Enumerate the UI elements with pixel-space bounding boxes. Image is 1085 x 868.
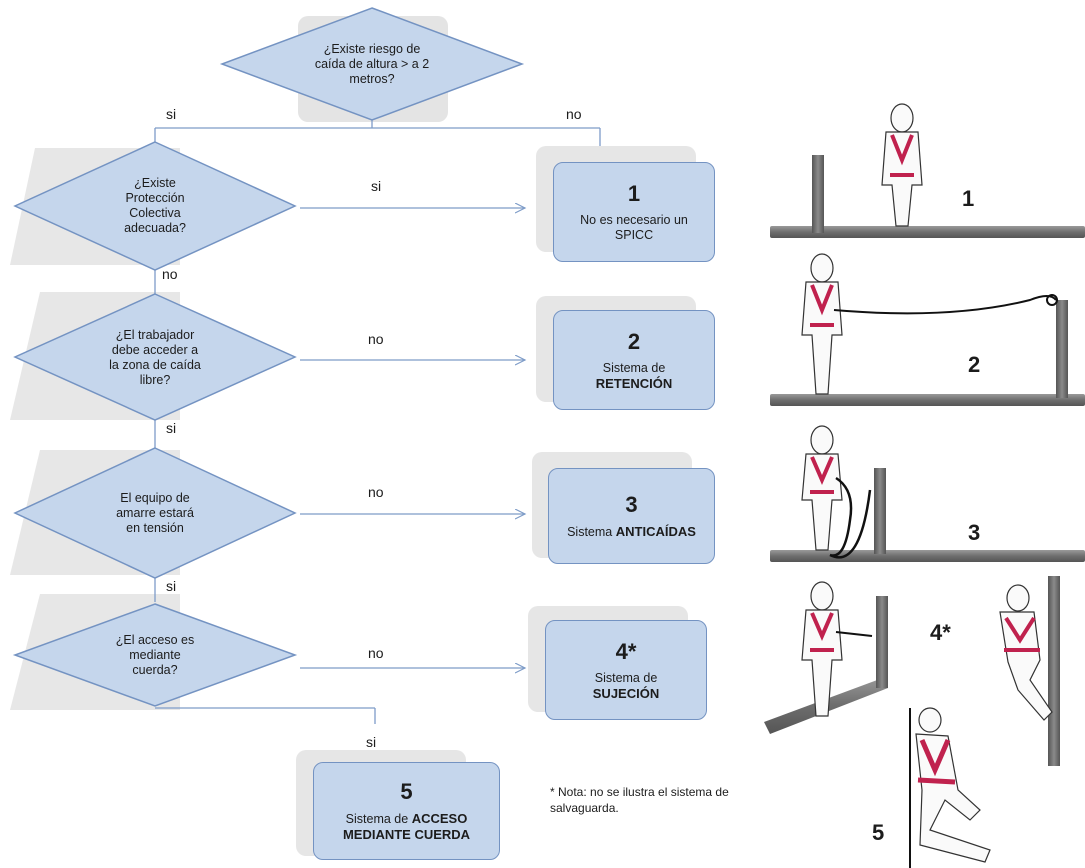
decision-diamond-2 (13, 141, 297, 271)
label-top-no: no (566, 106, 582, 122)
label-d3-no: no (368, 331, 384, 347)
result-desc-5: Sistema de (345, 812, 409, 826)
post-2 (1056, 300, 1068, 398)
label-d3-si: si (166, 420, 177, 436)
label-d4-no: no (368, 484, 384, 500)
footnote-line-2: salvaguarda. (550, 801, 619, 815)
result-bold-5: ACCESO (411, 811, 468, 826)
result-desc-4: Sistema de (594, 670, 658, 685)
decision-diamond-4 (13, 447, 297, 579)
lanyard-3 (829, 476, 872, 559)
label-d2-si: si (371, 178, 382, 194)
platform-1 (770, 226, 1085, 238)
result-desc-1b: SPICC (614, 228, 654, 242)
result-number-5: 5 (400, 779, 413, 804)
label-d5-no: no (368, 645, 384, 661)
result-bold-5b: MEDIANTE CUERDA (342, 827, 471, 842)
footnote: * Nota: no se ilustra el sistema de salv… (550, 784, 729, 816)
post-4b (1048, 576, 1060, 766)
lanyard-2 (833, 295, 1057, 315)
label-d5-si: si (366, 734, 377, 750)
illustration-number-3: 3 (968, 520, 981, 545)
label-d4-si: si (166, 578, 177, 594)
label-d2-no: no (162, 266, 178, 282)
result-box-3: 3 Sistema ANTICAÍDAS (548, 468, 715, 564)
result-desc-2: Sistema de (602, 360, 666, 375)
result-desc-3: Sistema (567, 525, 613, 539)
illustrations (764, 103, 1085, 868)
worker-figure-3 (801, 425, 843, 551)
label-top-si: si (166, 106, 177, 122)
result-number-4: 4* (615, 638, 637, 664)
illustration-number-5: 5 (872, 820, 885, 845)
result-bold-3: ANTICAÍDAS (615, 524, 696, 539)
illustration-number-2: 2 (968, 352, 981, 377)
worker-figure-2 (801, 253, 843, 395)
result-bold-2: RETENCIÓN (595, 375, 673, 391)
worker-figure-1 (881, 103, 923, 227)
footnote-line-1: * Nota: no se ilustra el sistema de (550, 785, 729, 799)
platform-2 (770, 394, 1085, 406)
platform-3 (770, 550, 1085, 562)
result-desc-1: No es necesario un (580, 213, 688, 227)
decision-diamond-3 (13, 293, 297, 421)
lanyard-4 (835, 631, 873, 637)
worker-figure-4 (801, 581, 843, 717)
illustration-number-1: 1 (962, 186, 975, 211)
decision-diamond-5 (12, 603, 298, 707)
result-number-2: 2 (627, 328, 641, 354)
worker-figure-5 (909, 707, 991, 868)
post-4 (876, 596, 888, 688)
worker-figure-4b (999, 584, 1053, 721)
result-bold-4: SUJECIÓN (592, 685, 660, 701)
illustration-number-4: 4* (930, 620, 951, 645)
result-number-3: 3 (625, 492, 638, 517)
result-number-1: 1 (627, 181, 641, 206)
decision-diamond-1 (219, 7, 525, 121)
post-1 (812, 155, 824, 233)
post-3 (874, 468, 886, 554)
decision-diamonds (12, 7, 525, 707)
